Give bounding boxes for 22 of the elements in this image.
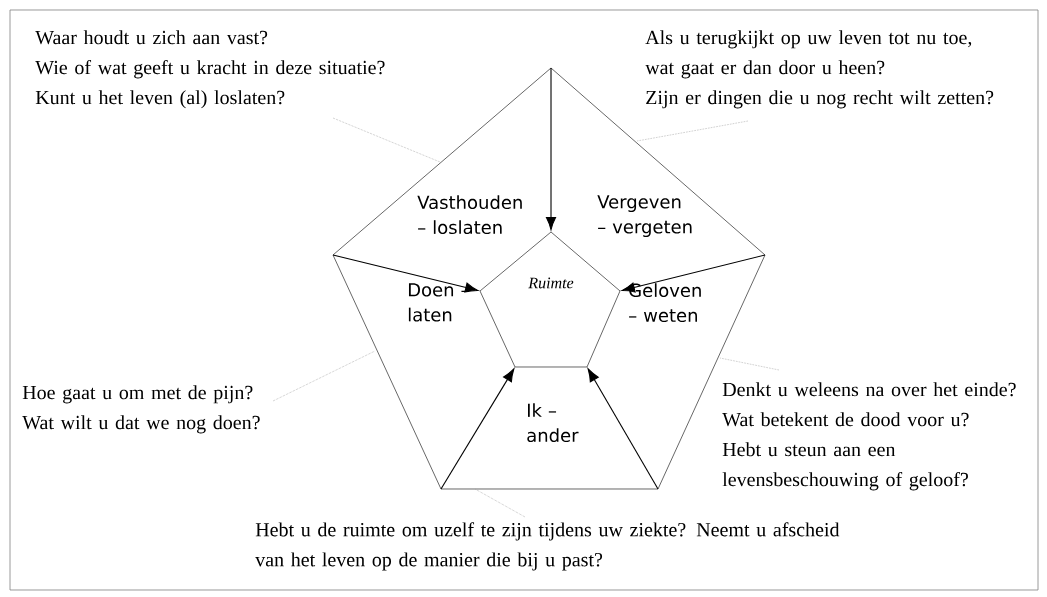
arrow <box>621 254 766 293</box>
segment-label: Ik – ander <box>527 403 579 443</box>
question-text: Denkt u weleens na over het einde? <box>722 382 1016 397</box>
arrow <box>545 67 557 231</box>
segment-label: Geloven – weten <box>629 283 701 323</box>
question-text: Kunt u het leven (al) loslaten? <box>35 90 285 109</box>
leader-line <box>636 120 749 142</box>
question-text: Hebt u steun aan een levensbeschouwing of geloof? <box>722 442 968 491</box>
question-text: Als u terugkijkt op uw leven tot nu toe, wat gaat er dan door u heen? <box>645 30 972 79</box>
question-text: Wie of wat geeft u kracht in deze situatie? <box>35 60 385 79</box>
question-text: Hoe gaat u om met de pijn? <box>22 385 253 404</box>
question-text: Hebt u de ruimte om uzelf te zijn tijdens uw ziekte? Neemt u afscheid van het leven op de manier die bij u past? <box>255 522 840 571</box>
question-text: Waar houdt u zich aan vast? <box>35 30 268 45</box>
leader-line <box>332 117 441 163</box>
leader-line <box>719 357 780 371</box>
question-text: Wat betekent de dood voor u? <box>722 412 969 427</box>
question-text: Wat wilt u dat we nog doen? <box>22 415 260 434</box>
leader-line <box>474 488 526 518</box>
arrow <box>440 368 515 490</box>
arrow <box>332 254 479 293</box>
arrow <box>587 368 659 490</box>
question-text: Zijn er dingen die u nog recht wilt zetten? <box>646 90 994 109</box>
